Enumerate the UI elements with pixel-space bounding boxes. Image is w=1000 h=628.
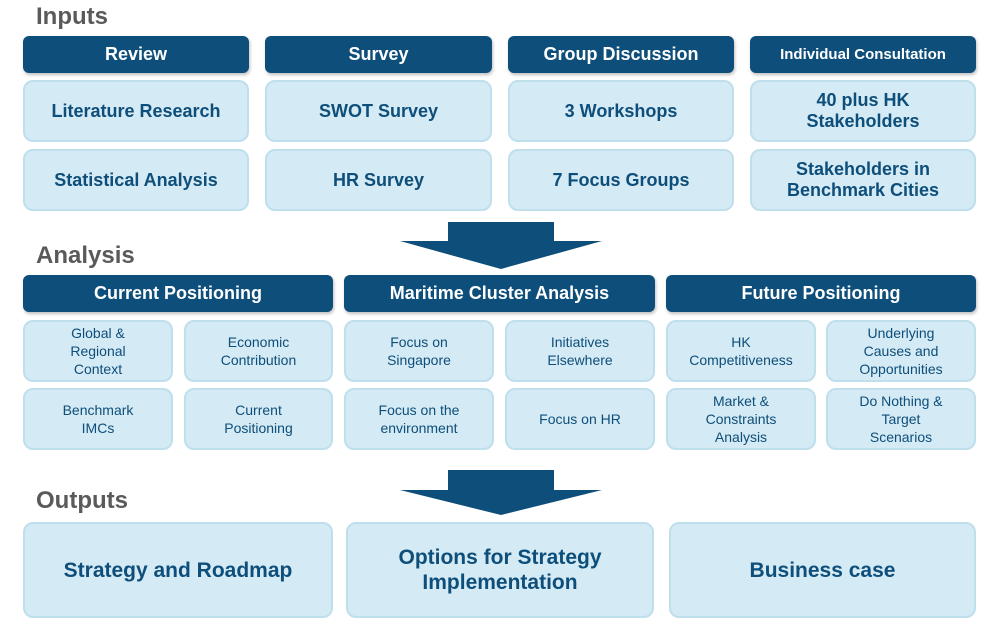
input-box-focus-groups: 7 Focus Groups xyxy=(508,149,734,211)
analysis-box-focus-singapore: Focus on Singapore xyxy=(344,320,494,382)
inputs-header-individual-consultation: Individual Consultation xyxy=(750,36,976,73)
outputs-title: Outputs xyxy=(36,487,128,514)
output-box-business-case: Business case xyxy=(669,522,976,618)
analysis-box-underlying-causes: Underlying Causes and Opportunities xyxy=(826,320,976,382)
input-box-workshops: 3 Workshops xyxy=(508,80,734,142)
flow-arrow-down-icon xyxy=(400,222,602,269)
input-box-swot-survey: SWOT Survey xyxy=(265,80,492,142)
analysis-box-hk-competitiveness: HK Competitiveness xyxy=(666,320,816,382)
input-box-statistical-analysis: Statistical Analysis xyxy=(23,149,249,211)
analysis-box-economic-contribution: Economic Contribution xyxy=(184,320,333,382)
flow-arrow-down-icon-2 xyxy=(400,470,602,515)
analysis-header-current-positioning: Current Positioning xyxy=(23,275,333,312)
inputs-header-group-discussion: Group Discussion xyxy=(508,36,734,73)
input-box-hr-survey: HR Survey xyxy=(265,149,492,211)
analysis-box-benchmark-imcs: Benchmark IMCs xyxy=(23,388,173,450)
analysis-header-maritime-cluster: Maritime Cluster Analysis xyxy=(344,275,655,312)
analysis-box-initiatives-elsewhere: Initiatives Elsewhere xyxy=(505,320,655,382)
analysis-box-focus-environment: Focus on the environment xyxy=(344,388,494,450)
analysis-box-global-regional-context: Global & Regional Context xyxy=(23,320,173,382)
analysis-header-future-positioning: Future Positioning xyxy=(666,275,976,312)
analysis-box-current-positioning: Current Positioning xyxy=(184,388,333,450)
input-box-benchmark-stakeholders: Stakeholders in Benchmark Cities xyxy=(750,149,976,211)
inputs-header-survey: Survey xyxy=(265,36,492,73)
inputs-header-review: Review xyxy=(23,36,249,73)
output-box-strategy-roadmap: Strategy and Roadmap xyxy=(23,522,333,618)
inputs-title: Inputs xyxy=(36,3,108,30)
output-box-strategy-implementation: Options for Strategy Implementation xyxy=(346,522,654,618)
analysis-box-market-constraints: Market & Constraints Analysis xyxy=(666,388,816,450)
analysis-box-do-nothing-scenarios: Do Nothing & Target Scenarios xyxy=(826,388,976,450)
analysis-title: Analysis xyxy=(36,242,135,269)
analysis-box-focus-hr: Focus on HR xyxy=(505,388,655,450)
input-box-hk-stakeholders: 40 plus HK Stakeholders xyxy=(750,80,976,142)
input-box-literature-research: Literature Research xyxy=(23,80,249,142)
